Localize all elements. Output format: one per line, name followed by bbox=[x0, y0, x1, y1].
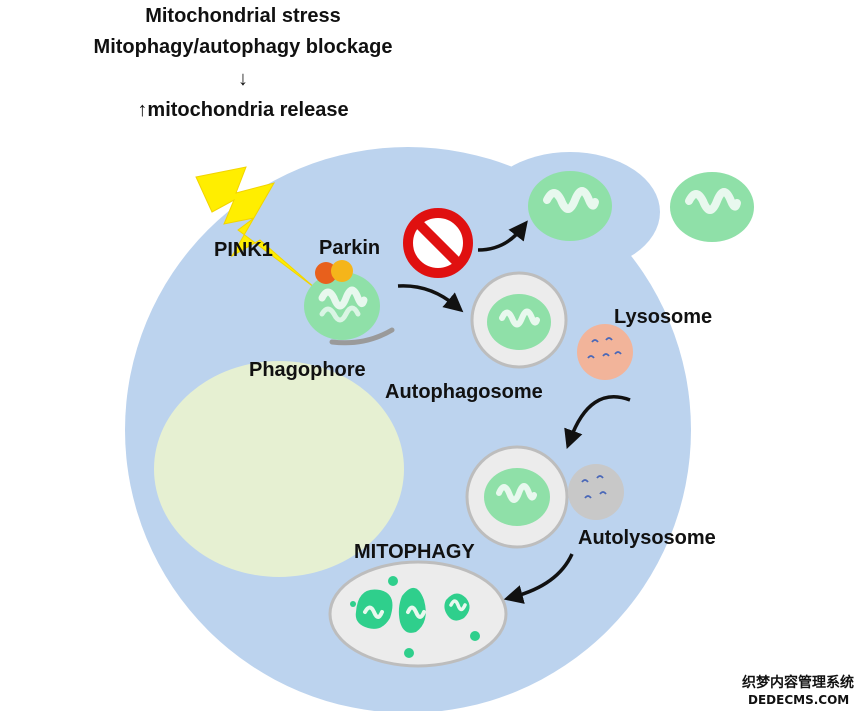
label-autolysosome: Autolysosome bbox=[578, 527, 716, 549]
fusion-arrow bbox=[564, 395, 631, 450]
header-line-blockage: Mitophagy/autophagy blockage bbox=[94, 36, 393, 58]
watermark-line2: DEDECMS.COM bbox=[748, 693, 849, 707]
header-line-release: ↑mitochondria release bbox=[137, 99, 348, 121]
released-mitochondrion-2 bbox=[670, 172, 754, 242]
release-arrow bbox=[477, 220, 528, 252]
autolysosome bbox=[465, 445, 624, 549]
pink1-dot bbox=[315, 262, 337, 284]
phagophore-membrane bbox=[329, 327, 395, 346]
label-lysosome: Lysosome bbox=[614, 306, 712, 328]
label-phagophore: Phagophore bbox=[249, 359, 366, 381]
prohibition-icon bbox=[403, 208, 473, 278]
label-parkin: Parkin bbox=[319, 237, 380, 259]
parkin-dot bbox=[331, 260, 353, 282]
watermark: 织梦内容管理系统 DEDECMS.COM bbox=[742, 674, 854, 707]
damaged-mitochondrion bbox=[304, 272, 380, 340]
label-autophagosome: Autophagosome bbox=[385, 381, 543, 403]
watermark-line1: 织梦内容管理系统 bbox=[742, 674, 854, 691]
header-line-stress: Mitochondrial stress bbox=[145, 5, 341, 27]
autophagosome bbox=[470, 271, 568, 369]
released-mitochondrion-1 bbox=[528, 171, 612, 241]
header-arrow: ↓ bbox=[238, 68, 248, 90]
label-mitophagy: MITOPHAGY bbox=[354, 541, 475, 563]
autophagy-arrow bbox=[397, 284, 464, 313]
label-pink1: PINK1 bbox=[214, 239, 273, 261]
degradation-vesicle bbox=[328, 560, 508, 668]
lysosome bbox=[577, 324, 633, 380]
degradation-arrow bbox=[503, 553, 574, 604]
nucleus bbox=[154, 361, 404, 577]
